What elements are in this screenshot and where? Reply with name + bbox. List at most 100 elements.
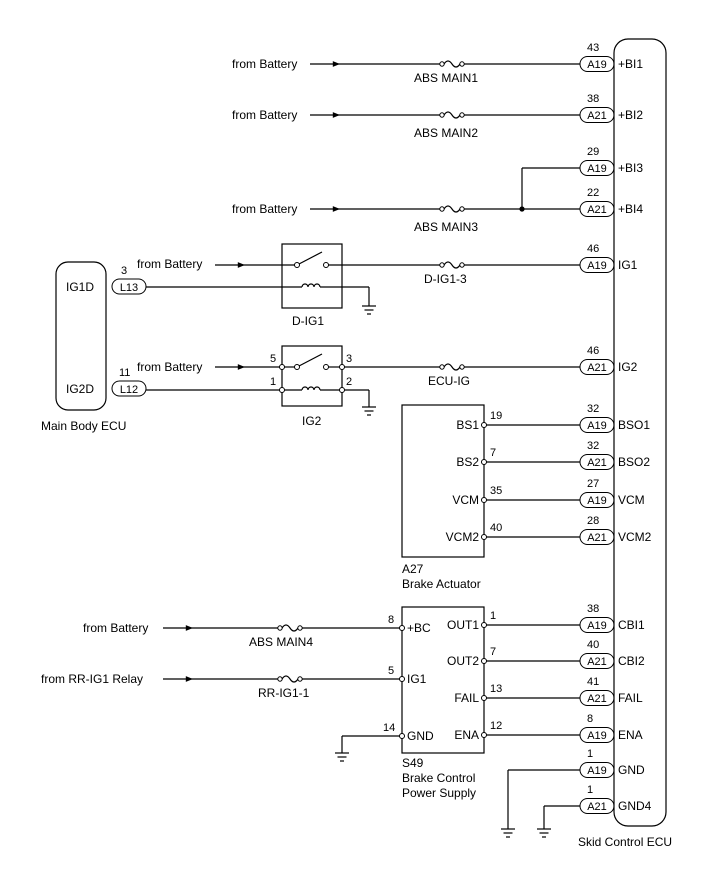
fuse-terminal — [297, 676, 303, 682]
fuse-terminal — [439, 112, 445, 118]
actuator-pin-number: 40 — [490, 522, 502, 534]
ecu-pin-number: 41 — [587, 676, 599, 688]
fuse-terminal — [459, 364, 465, 370]
ecu-connector-tag — [579, 359, 615, 375]
fuse-icon — [281, 675, 299, 683]
relay-terminal — [339, 364, 345, 370]
fuse-label: ECU-IG — [428, 374, 470, 388]
main-body-pin-number: 11 — [119, 367, 130, 379]
power-pin-name: +BC — [407, 621, 431, 635]
ig2-relay-box — [281, 345, 343, 407]
relay-pin-number: 2 — [346, 376, 352, 388]
relay-label: D-IG1 — [292, 314, 324, 328]
fuse-icon — [443, 111, 461, 119]
relay-contact — [294, 364, 300, 370]
skid-ecu-pin-group: 43A19+BI138A21+BI229A19+BI322A21+BI446A1… — [579, 42, 652, 814]
ecu-pin-number: 1 — [587, 748, 593, 760]
ecu-connector-tag — [579, 107, 615, 123]
ecu-connector-label: A19 — [587, 163, 607, 175]
ecu-pin-name: VCM2 — [618, 530, 652, 544]
ecu-pin-name: GND — [618, 763, 645, 777]
actuator-pin-number: 35 — [490, 485, 502, 497]
main-body-connector-tag — [111, 380, 147, 397]
ecu-connector-tag — [579, 56, 615, 72]
ecu-pin-name: FAIL — [618, 691, 643, 705]
ecu-pin-name: CBI1 — [618, 618, 645, 632]
brake-actuator-box — [401, 404, 485, 558]
fuse-terminal — [439, 364, 445, 370]
relay-coil-icon — [301, 283, 321, 288]
ecu-pin-number: 38 — [587, 93, 599, 105]
ecu-connector-tag — [579, 798, 615, 814]
ecu-connector-label: A21 — [587, 801, 607, 813]
actuator-pin-name: BS1 — [456, 418, 479, 432]
ecu-connector-label: A19 — [587, 620, 607, 632]
ecu-connector-label: A19 — [587, 495, 607, 507]
relay-terminal — [279, 387, 285, 393]
ecu-connector-tag — [579, 201, 615, 217]
ecu-pin-number: 46 — [587, 345, 599, 357]
ecu-pin-number: 22 — [587, 187, 599, 199]
brake-power-code: S49 — [402, 756, 424, 770]
source-label: from Battery — [232, 108, 297, 122]
skid-control-ecu-box — [613, 38, 667, 827]
fuse-icon — [281, 624, 299, 632]
brake-power-title: Brake Control — [402, 771, 475, 785]
power-pin-number: 1 — [490, 610, 496, 622]
fuse-terminal — [459, 61, 465, 67]
source-label: from Battery — [232, 57, 297, 71]
fuse-label: ABS MAIN4 — [249, 635, 313, 649]
power-terminal — [399, 676, 405, 682]
power-pin-name: IG1 — [407, 672, 427, 686]
ecu-connector-tag — [579, 417, 615, 433]
power-terminal — [481, 622, 487, 628]
ecu-pin-number: 38 — [587, 603, 599, 615]
ecu-connector-label: A19 — [587, 765, 607, 777]
ecu-connector-tag — [579, 617, 615, 633]
relay-coil-icon — [301, 386, 321, 391]
ecu-pin-number: 27 — [587, 478, 599, 490]
ecu-pin-number: 29 — [587, 146, 599, 158]
power-pin-name: OUT1 — [447, 618, 479, 632]
ecu-connector-label: A21 — [587, 457, 607, 469]
power-terminal — [481, 695, 487, 701]
ecu-connector-label: A21 — [587, 532, 607, 544]
power-pin-number: 14 — [383, 722, 395, 734]
relay-contact — [323, 262, 329, 268]
fuse-icon — [443, 363, 461, 371]
ecu-connector-label: A21 — [587, 204, 607, 216]
main-body-ecu-box — [55, 261, 107, 411]
actuator-terminal — [481, 534, 487, 540]
ecu-pin-name: IG2 — [618, 360, 638, 374]
fuse-label: ABS MAIN3 — [414, 220, 478, 234]
fuse-terminal — [277, 625, 283, 631]
ecu-connector-tag — [579, 257, 615, 273]
actuator-pin-name: VCM2 — [446, 530, 480, 544]
fuse-label: ABS MAIN2 — [414, 126, 478, 140]
main-body-connector-label: L13 — [120, 282, 138, 294]
actuator-terminal — [481, 422, 487, 428]
ecu-pin-name: VCM — [618, 493, 645, 507]
fuse-label: ABS MAIN1 — [414, 71, 478, 85]
ecu-pin-name: BSO1 — [618, 418, 650, 432]
power-pin-number: 5 — [388, 665, 394, 677]
relay-contact — [294, 262, 300, 268]
actuator-pin-number: 19 — [490, 410, 502, 422]
main-body-ecu-title: Main Body ECU — [41, 419, 126, 433]
ecu-connector-label: A19 — [587, 59, 607, 71]
ecu-connector-tag — [579, 492, 615, 508]
ecu-connector-tag — [579, 454, 615, 470]
ecu-connector-tag — [579, 690, 615, 706]
main-body-pin-name: IG1D — [66, 280, 94, 294]
power-terminal — [399, 625, 405, 631]
ecu-pin-name: IG1 — [618, 258, 638, 272]
fuse-icon — [443, 205, 461, 213]
ecu-pin-name: +BI3 — [618, 161, 643, 175]
ecu-connector-tag — [579, 529, 615, 545]
power-terminal — [481, 732, 487, 738]
fuse-terminal — [439, 61, 445, 67]
skid-control-ecu-title: Skid Control ECU — [578, 835, 672, 849]
power-pin-name: GND — [407, 729, 434, 743]
fuse-terminal — [459, 262, 465, 268]
